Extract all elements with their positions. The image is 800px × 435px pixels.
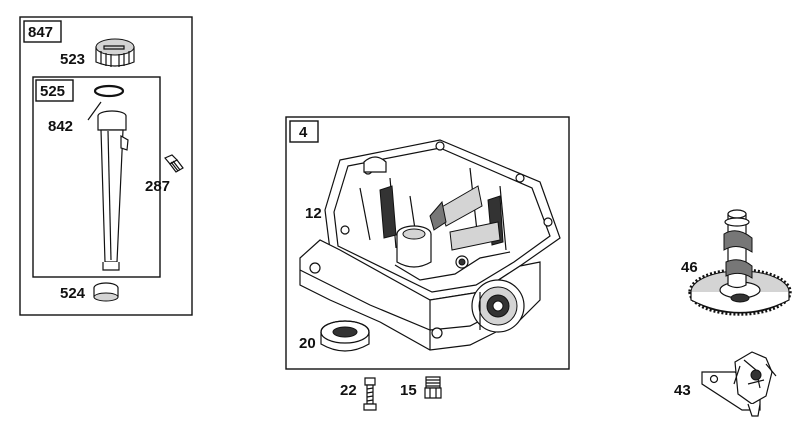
label-15: 15 [400, 382, 417, 399]
screw-icon [363, 377, 377, 411]
label-524: 524 [60, 285, 86, 302]
group-525-frame [32, 76, 161, 278]
dipstick-cap-icon [95, 38, 135, 67]
group-847-tag-box [23, 20, 62, 43]
group-4-tag: 4 [299, 124, 308, 141]
label-43: 43 [674, 382, 691, 399]
camshaft-gear-icon [688, 209, 792, 316]
label-20: 20 [299, 335, 316, 352]
label-46: 46 [681, 259, 698, 276]
o-ring-icon [93, 84, 125, 98]
dipstick-seal-icon [93, 282, 119, 302]
group-525-tag: 525 [40, 83, 65, 100]
label-287: 287 [145, 178, 170, 195]
dipstick-tube-icon [97, 110, 129, 271]
drain-plug-icon [424, 376, 442, 399]
label-12: 12 [305, 205, 322, 222]
group-847-frame [19, 16, 193, 316]
label-22: 22 [340, 382, 357, 399]
governor-assembly-icon [701, 351, 777, 417]
label-523: 523 [60, 51, 85, 68]
bolt-icon [164, 154, 184, 173]
group-4-tag-box [289, 120, 319, 143]
oil-seal-icon [320, 320, 370, 352]
group-525-tag-box [35, 79, 74, 102]
oil-sump-icon [299, 139, 561, 351]
group-4-frame [285, 116, 570, 370]
group-847-tag: 847 [28, 24, 53, 41]
label-842: 842 [48, 118, 73, 135]
